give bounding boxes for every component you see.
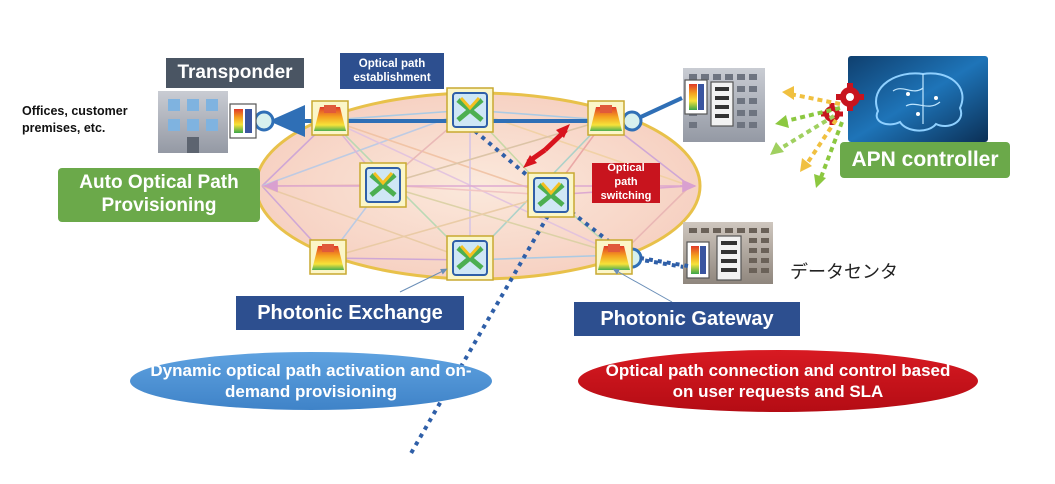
exchange-node-icon bbox=[527, 172, 575, 218]
gateway-node-icon bbox=[595, 239, 633, 275]
datacenter-building-icon bbox=[683, 68, 765, 142]
transponder-port-right bbox=[621, 110, 643, 132]
exchange-node-icon bbox=[446, 87, 494, 133]
optical-path-establishment-label: Optical path establishment bbox=[340, 53, 444, 89]
gateway-node-icon bbox=[309, 239, 347, 275]
ai-brain-icon bbox=[848, 56, 988, 142]
exchange-node-icon bbox=[446, 235, 494, 281]
control-arrowheads bbox=[770, 86, 826, 188]
transponder-label: Transponder bbox=[166, 58, 304, 88]
offices-label: Offices, customer premises, etc. bbox=[22, 104, 128, 135]
office-building-icon bbox=[158, 91, 228, 153]
photonic-gateway-label: Photonic Gateway bbox=[574, 302, 800, 336]
gateway-node-icon bbox=[587, 100, 625, 136]
data-center-label: データセンタ bbox=[790, 262, 898, 282]
auto-provisioning-label: Auto Optical Path Provisioning bbox=[58, 168, 260, 222]
left-callout-oval: Dynamic optical path activation and on-d… bbox=[130, 352, 492, 410]
switched-path-down bbox=[408, 199, 559, 456]
right-callout-oval: Optical path connection and control base… bbox=[578, 350, 978, 412]
transponder-device-icon bbox=[229, 103, 257, 139]
exchange-node-icon bbox=[359, 162, 407, 208]
switched-path-line bbox=[466, 123, 691, 270]
gateway-node-icon bbox=[311, 100, 349, 136]
transponder-port-left bbox=[253, 110, 275, 132]
switching-arrow-icon bbox=[523, 124, 570, 168]
photonic-exchange-label: Photonic Exchange bbox=[236, 296, 464, 330]
datacenter-building-icon bbox=[683, 222, 773, 284]
control-signal-arrows bbox=[776, 92, 844, 181]
apn-controller-label: APN controller bbox=[840, 142, 1010, 178]
optical-path-switching-label: Optical path switching bbox=[592, 162, 660, 203]
gear-icon bbox=[836, 83, 864, 111]
